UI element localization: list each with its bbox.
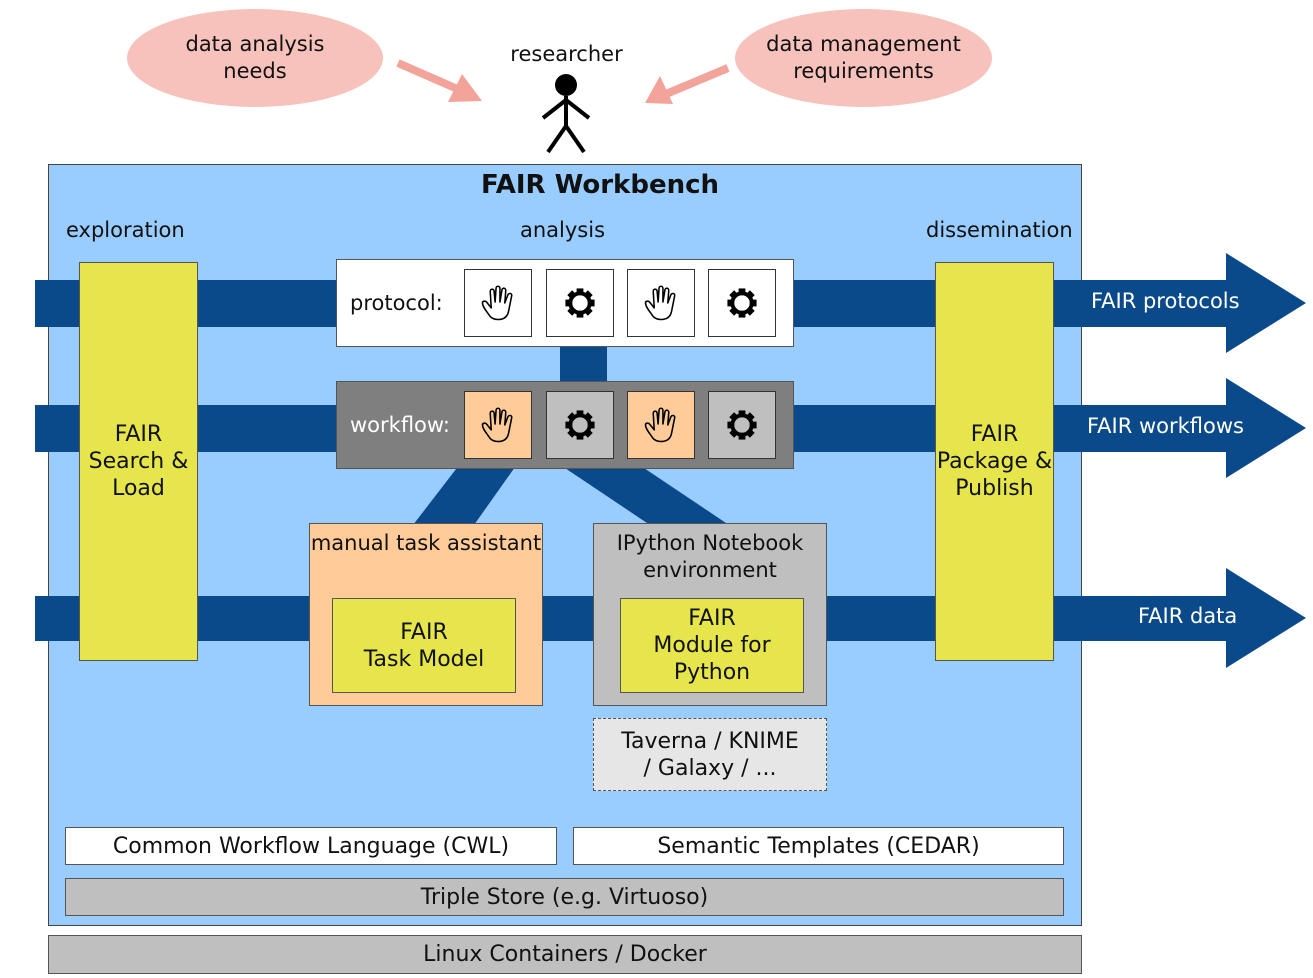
- cwl-label: Common Workflow Language (CWL): [112, 833, 510, 859]
- automated-gear-icon: [727, 410, 757, 440]
- protocol-step-4: [708, 269, 776, 337]
- workflow-label: workflow:: [350, 413, 450, 437]
- workbench-title: FAIR Workbench: [480, 170, 720, 200]
- manual-task-assistant-title: manual task assistant: [310, 531, 542, 555]
- cwl-bar: Common Workflow Language (CWL): [65, 827, 557, 865]
- data-management-requirements-ellipse: data management requirements: [735, 9, 992, 107]
- fair-workflows-label: FAIR workflows: [1087, 414, 1244, 438]
- linux-containers-label: Linux Containers / Docker: [423, 942, 707, 967]
- fair-task-model-label: FAIR Task Model: [363, 619, 485, 672]
- data-analysis-needs-ellipse: data analysis needs: [127, 9, 383, 107]
- taverna-knime-galaxy-label: Taverna / KNIME / Galaxy / ...: [621, 728, 799, 781]
- protocol-step-1: [464, 269, 532, 337]
- fair-data-arrowhead: [1226, 568, 1306, 668]
- cedar-bar: Semantic Templates (CEDAR): [573, 827, 1064, 865]
- data-analysis-needs-label: data analysis needs: [185, 32, 325, 83]
- fair-module-for-python: FAIR Module for Python: [620, 598, 804, 693]
- taverna-knime-galaxy: Taverna / KNIME / Galaxy / ...: [593, 718, 827, 791]
- dissemination-label: dissemination: [926, 218, 1073, 242]
- automated-gear-icon: [565, 288, 595, 318]
- ipython-notebook-title: IPython Notebook environment: [616, 531, 804, 582]
- cedar-label: Semantic Templates (CEDAR): [657, 833, 980, 859]
- left-need-arrow: [396, 59, 482, 102]
- protocol-step-2: [546, 269, 614, 337]
- data-management-requirements-label: data management requirements: [766, 32, 961, 83]
- fair-data-label: FAIR data: [1138, 604, 1238, 628]
- linux-containers-bar: Linux Containers / Docker: [48, 935, 1082, 974]
- researcher-label: researcher: [510, 42, 623, 66]
- protocol-workflow-connector: [560, 345, 607, 385]
- fair-task-model: FAIR Task Model: [332, 598, 516, 693]
- fair-search-load-label: FAIR Search & Load: [88, 422, 189, 501]
- top-arrows: [396, 59, 730, 154]
- fair-workflows-arrowhead: [1226, 378, 1306, 478]
- exploration-label: exploration: [66, 218, 185, 242]
- researcher-icon: [541, 74, 591, 154]
- fair-module-for-python-label: FAIR Module for Python: [653, 606, 771, 685]
- workflow-step-3: [627, 391, 695, 459]
- analysis-label: analysis: [520, 218, 606, 242]
- workflow-step-4: [708, 391, 776, 459]
- fair-package-publish-label: FAIR Package & Publish: [936, 422, 1053, 501]
- workflow-to-manual-connector: [413, 460, 520, 525]
- protocol-label: protocol:: [350, 291, 443, 315]
- protocol-step-3: [627, 269, 695, 337]
- manual-hand-icon: [644, 407, 676, 443]
- manual-hand-icon: [481, 407, 513, 443]
- triple-store-bar: Triple Store (e.g. Virtuoso): [65, 878, 1064, 916]
- fair-package-publish: FAIR Package & Publish: [935, 262, 1054, 661]
- triple-store-label: Triple Store (e.g. Virtuoso): [420, 884, 709, 910]
- fair-search-load: FAIR Search & Load: [79, 262, 198, 661]
- fair-protocols-label: FAIR protocols: [1091, 289, 1240, 313]
- manual-hand-icon: [481, 285, 513, 321]
- right-need-arrow: [645, 64, 730, 104]
- workflow-step-2: [546, 391, 614, 459]
- automated-gear-icon: [727, 288, 757, 318]
- workflow-step-1: [464, 391, 532, 459]
- automated-gear-icon: [565, 410, 595, 440]
- fair-protocols-arrowhead: [1226, 253, 1306, 353]
- manual-hand-icon: [644, 285, 676, 321]
